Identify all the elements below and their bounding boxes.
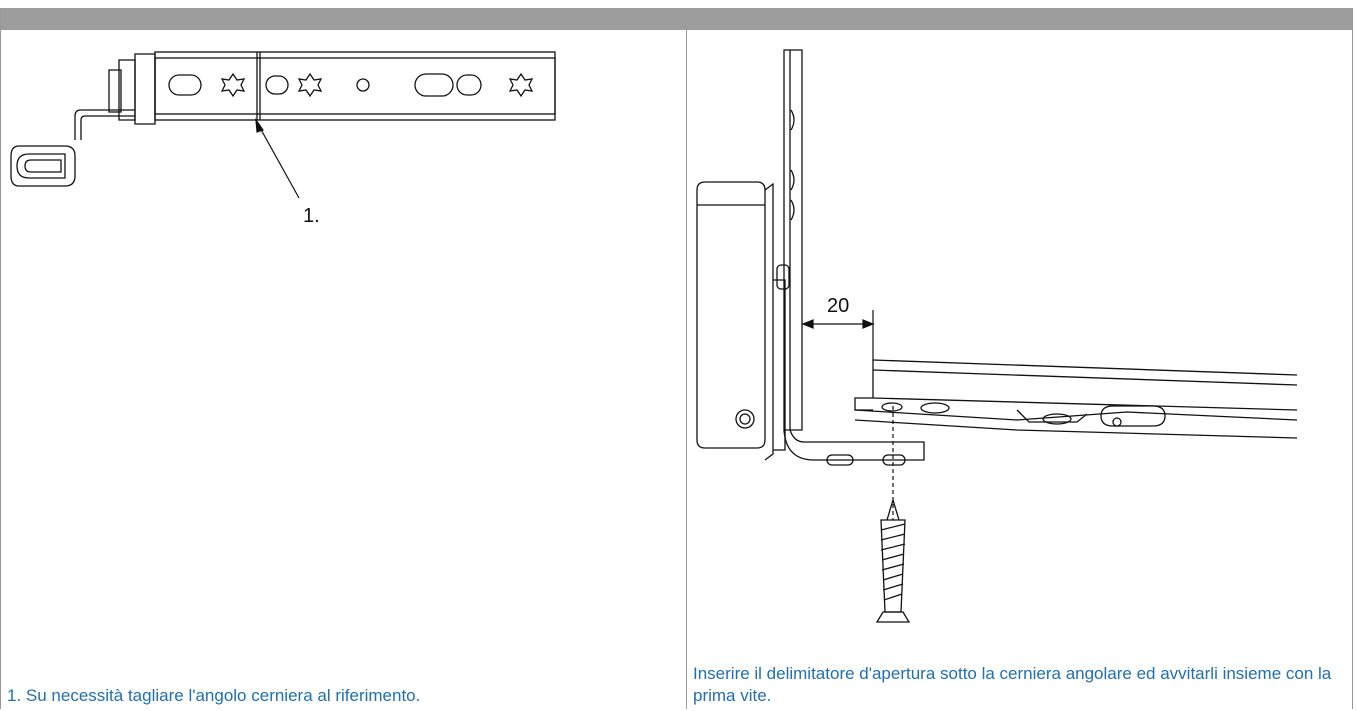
- callout-arrow: [255, 117, 300, 199]
- vertical-hinge-plate: [783, 49, 803, 431]
- opening-limiter: [1016, 409, 1088, 423]
- dimension-indicator: [801, 310, 875, 360]
- right-panel-header-bar: [687, 8, 1352, 30]
- left-instruction-panel: 1. 1. Su necessità tagliare l'angolo cer…: [0, 8, 687, 709]
- hinge-corner-drawing: 1.: [10, 51, 556, 227]
- opening-limiter-assembly-drawing: 20: [696, 49, 1298, 623]
- sash-profile-top: [872, 359, 1298, 376]
- callout-label: 1.: [303, 205, 320, 227]
- hinge-strip: [154, 51, 556, 121]
- hinge-housing: [696, 181, 766, 449]
- right-caption: Inserire il delimitatore d'apertura sott…: [693, 664, 1332, 705]
- left-caption: 1. Su necessità tagliare l'angolo cernie…: [7, 686, 421, 705]
- screw: [886, 497, 900, 521]
- left-panel-header-bar: [1, 8, 686, 30]
- roller: [10, 145, 76, 187]
- hinge-foot: [783, 429, 925, 461]
- dimension-label: 20: [827, 295, 849, 317]
- right-instruction-panel: 20 Inserire il delimitatore d'apertura s…: [687, 8, 1353, 709]
